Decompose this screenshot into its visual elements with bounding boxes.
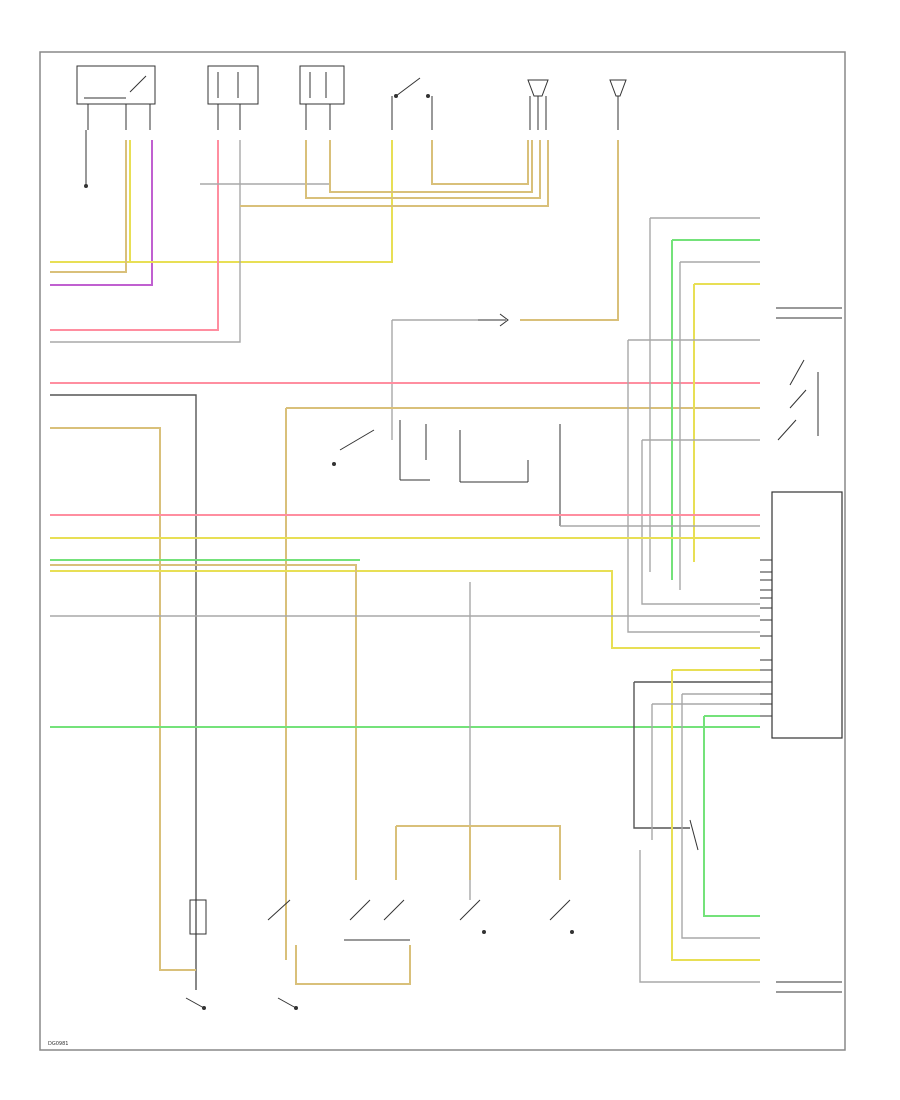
- middle-switches: [332, 420, 561, 526]
- footer-code: DG0981: [48, 1041, 68, 1047]
- top-ground-7: [84, 130, 88, 188]
- diagram-frame: [39, 51, 846, 1051]
- bottom-ground-1: [185, 997, 206, 1010]
- ecu-pins: [760, 559, 772, 717]
- right-bottom-sensor: [776, 981, 842, 993]
- lower-switches: [189, 899, 574, 941]
- right-top-sensor: [776, 307, 842, 319]
- top-connector-6: [609, 79, 627, 130]
- center-relay: [391, 313, 509, 440]
- top-switch-2: [207, 65, 259, 130]
- right-switch: [777, 359, 819, 441]
- control-module: [771, 491, 843, 739]
- top-connector-5: [527, 79, 549, 130]
- top-switch-4: [391, 77, 433, 130]
- top-switch-1: [76, 65, 156, 130]
- top-switch-3: [299, 65, 345, 130]
- bottom-ground-2: [277, 997, 298, 1010]
